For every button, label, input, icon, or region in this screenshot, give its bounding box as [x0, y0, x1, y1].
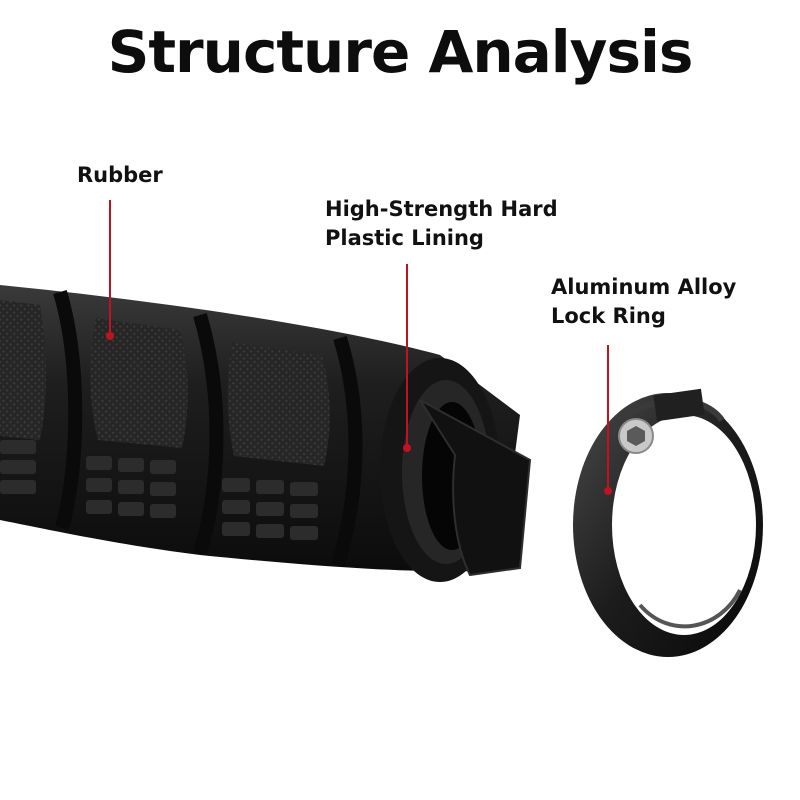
page-title: Structure Analysis	[107, 18, 694, 86]
callout-lock-ring: Aluminum Alloy Lock Ring	[551, 273, 736, 331]
lock-ring	[573, 388, 763, 657]
callout-lining-line-1: High-Strength Hard	[325, 197, 558, 221]
hex-screw-icon	[618, 418, 654, 454]
callout-lining-line-2: Plastic Lining	[325, 226, 484, 250]
rubber-texture-pads	[0, 300, 330, 466]
rubber-grid-blocks	[0, 440, 318, 540]
rubber-pointer-dot	[106, 332, 114, 340]
plastic-lining	[380, 358, 532, 582]
ring-pointer-dot	[604, 487, 612, 495]
callout-pointers	[106, 200, 612, 495]
callout-rubber-line-1: Rubber	[77, 163, 163, 187]
callout-plastic-lining: High-Strength Hard Plastic Lining	[325, 195, 558, 253]
callout-rubber: Rubber	[77, 161, 163, 190]
callout-ring-line-2: Lock Ring	[551, 304, 666, 328]
callout-ring-line-1: Aluminum Alloy	[551, 275, 737, 299]
lining-pointer-dot	[403, 444, 411, 452]
